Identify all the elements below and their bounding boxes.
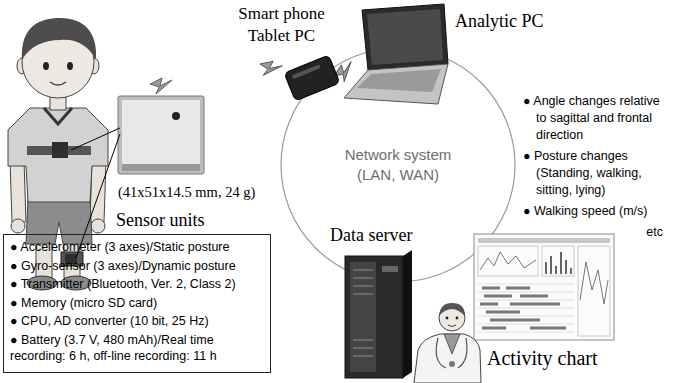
device-label: Smart phone Tablet PC bbox=[229, 3, 334, 47]
etc-note: etc bbox=[523, 224, 663, 241]
child-figure bbox=[67, 62, 73, 70]
child-figure bbox=[91, 219, 105, 233]
device-label-slot: Smart phone Tablet PC bbox=[229, 3, 334, 47]
doctor-figure bbox=[456, 317, 459, 320]
leader-line bbox=[71, 128, 120, 150]
activity-chart-image bbox=[478, 284, 574, 332]
server-image bbox=[403, 250, 412, 378]
child-figure bbox=[43, 62, 49, 70]
size-caption-slot: (41x51x14.5 mm, 24 g) bbox=[118, 183, 255, 201]
server-label-slot: Data server bbox=[330, 223, 412, 247]
sensor-spec-item: ● CPU, AD converter (10 bit, 25 Hz) bbox=[10, 313, 266, 330]
sensor-units-panel: Sensor units● Accelerometer (3 axes)/Sta… bbox=[3, 208, 271, 373]
doctor-figure bbox=[449, 361, 455, 367]
panel-border: ● Accelerometer (3 axes)/Static posture ●… bbox=[3, 234, 271, 373]
sensor-unit-photo bbox=[122, 164, 200, 171]
activity-chart-image bbox=[474, 234, 614, 340]
output-item: ● Walking speed (m/s) bbox=[523, 203, 669, 220]
server-image bbox=[353, 270, 373, 356]
child-figure bbox=[8, 108, 108, 202]
network-ring bbox=[281, 48, 515, 282]
activity-chart-image bbox=[478, 238, 610, 243]
sensor-unit-photo bbox=[118, 96, 204, 174]
panel-heading: Sensor units bbox=[116, 208, 271, 232]
child-figure bbox=[11, 219, 25, 233]
doctor-figure bbox=[448, 325, 456, 327]
sensor-spec-item: ● Gyro-sensor (3 axes)/Dynamic posture bbox=[10, 258, 266, 275]
activity-chart-image bbox=[578, 246, 610, 336]
output-item-slot: ● Angle changes relative to sagittal and… bbox=[523, 93, 669, 144]
output-item-slot: ● Walking speed (m/s) bbox=[523, 203, 669, 220]
leader-line bbox=[76, 134, 120, 258]
doctor-figure bbox=[414, 334, 481, 383]
activity-chart-image bbox=[542, 246, 574, 276]
output-item-slot: ● Posture changes (Standing, walking, si… bbox=[523, 148, 669, 199]
network-ring bbox=[280, 47, 516, 283]
server-image bbox=[350, 262, 376, 372]
output-item: ● Posture changes (Standing, walking, si… bbox=[523, 148, 669, 199]
sensor-spec-item: ● Accelerometer (3 axes)/Static posture bbox=[10, 239, 266, 256]
laptop-image bbox=[362, 4, 448, 70]
network-label: Network system (LAN, WAN) bbox=[333, 145, 463, 185]
sensor-spec-item: ● Battery (3.7 V, 480 mAh)/Real time rec… bbox=[10, 332, 266, 365]
child-figure bbox=[50, 82, 66, 85]
doctor-figure bbox=[436, 338, 467, 368]
doctor-figure bbox=[446, 317, 449, 320]
doctor-figure bbox=[444, 334, 460, 354]
child-figure bbox=[22, 18, 96, 60]
chest-sensor-band bbox=[52, 142, 68, 158]
leader-line bbox=[71, 128, 120, 258]
sensor-unit-photo bbox=[172, 112, 180, 120]
laptop-image bbox=[357, 69, 441, 92]
chart-label: Activity chart bbox=[487, 345, 598, 371]
server-label: Data server bbox=[330, 223, 412, 247]
activity-chart-image bbox=[474, 234, 614, 340]
sensor-unit-photo bbox=[118, 96, 204, 174]
wireless-bolt bbox=[150, 78, 172, 94]
sensor-unit-photo bbox=[122, 100, 200, 164]
output-item: ● Angle changes relative to sagittal and… bbox=[523, 93, 669, 144]
network-circle: Network system (LAN, WAN) bbox=[280, 47, 516, 283]
sensor-spec-item: ● Transmitter (Bluetooth, Ver. 2, Class … bbox=[10, 276, 266, 293]
wireless-bolt bbox=[257, 58, 282, 79]
device-label-slot: Analytic PC bbox=[455, 9, 544, 33]
server-image bbox=[345, 250, 412, 378]
smartphone-image bbox=[284, 55, 340, 101]
doctor-figure bbox=[414, 303, 481, 383]
laptop-image bbox=[344, 64, 448, 104]
smartphone-image bbox=[284, 55, 340, 101]
chest-sensor-band bbox=[27, 142, 91, 158]
activity-chart-image bbox=[580, 262, 608, 304]
child-figure bbox=[10, 160, 26, 222]
activity-chart-image bbox=[480, 288, 566, 328]
activity-chart-image bbox=[546, 252, 571, 274]
activity-chart-image bbox=[480, 252, 536, 270]
child-figure bbox=[26, 198, 92, 244]
server-image bbox=[382, 266, 398, 272]
doctor-figure bbox=[439, 303, 465, 316]
smartphone-image bbox=[292, 64, 321, 79]
server-image bbox=[345, 256, 403, 378]
device-label: Analytic PC bbox=[455, 9, 544, 33]
activity-chart-image bbox=[478, 246, 538, 276]
size-caption: (41x51x14.5 mm, 24 g) bbox=[118, 183, 255, 201]
output-list: ● Angle changes relative to sagittal and… bbox=[523, 93, 669, 241]
chart-label-slot: Activity chart bbox=[487, 345, 598, 371]
sensor-spec-item: ● Memory (micro SD card) bbox=[10, 295, 266, 312]
etc-note-slot: etc bbox=[523, 224, 669, 241]
laptop-image bbox=[367, 9, 443, 65]
